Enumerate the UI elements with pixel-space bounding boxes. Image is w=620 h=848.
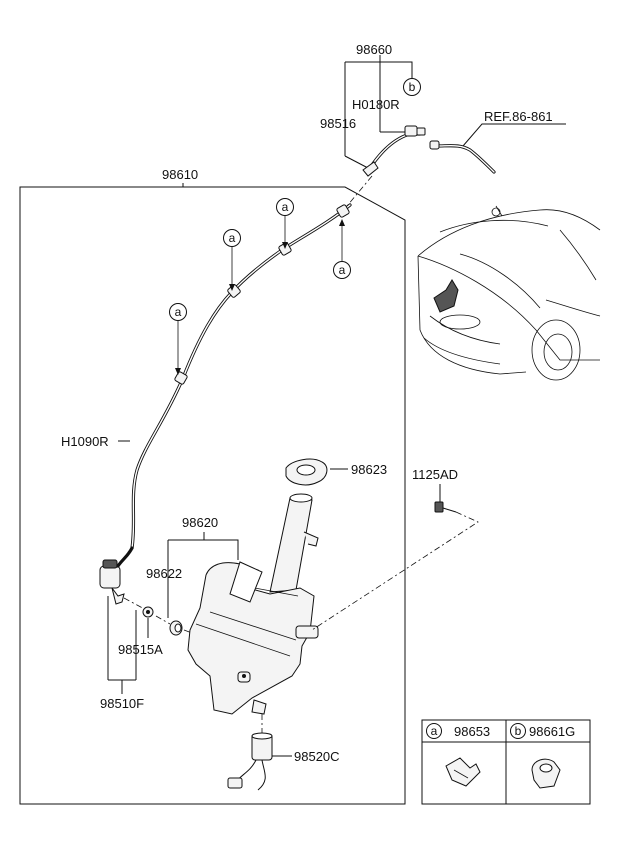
- label-1125ad: 1125AD: [412, 467, 458, 482]
- reservoir-tank: [167, 493, 319, 715]
- callout-a-1: a: [223, 229, 241, 247]
- label-98610: 98610: [162, 167, 198, 182]
- level-sensor: [227, 714, 292, 791]
- svg-text:a: a: [175, 305, 182, 319]
- legend-a: a 98653: [426, 723, 490, 787]
- svg-text:a: a: [229, 231, 236, 245]
- washer-hose-h1090r: [118, 203, 352, 550]
- washer-pump: [99, 546, 151, 694]
- label-98622: 98622: [146, 566, 182, 581]
- bracket-98660: [344, 55, 413, 169]
- label-98620: 98620: [182, 515, 218, 530]
- label-98623: 98623: [351, 462, 387, 477]
- svg-text:b: b: [515, 724, 522, 738]
- label-h1090r: H1090R: [61, 434, 109, 449]
- ref-hose: [429, 123, 566, 174]
- label-h0180r: H0180R: [352, 97, 400, 112]
- label-98660: 98660: [356, 42, 392, 57]
- svg-text:a: a: [431, 724, 438, 738]
- label-98515a: 98515A: [118, 642, 163, 657]
- label-98520c: 98520C: [294, 749, 340, 764]
- grommet-98515a: [142, 606, 154, 638]
- assembly-frame: [19, 183, 406, 805]
- label-98510f: 98510F: [100, 696, 144, 711]
- car-illustration: [417, 205, 601, 381]
- callout-leaders: [175, 216, 345, 375]
- callout-a-2: a: [276, 198, 294, 216]
- legend-b: b 98661G: [510, 723, 575, 789]
- svg-text:98661G: 98661G: [529, 724, 575, 739]
- top-nozzle-hose: [362, 125, 426, 177]
- callout-a-3: a: [333, 261, 351, 279]
- label-98516: 98516: [320, 116, 356, 131]
- callout-b-1: b: [403, 78, 421, 96]
- svg-text:a: a: [339, 263, 346, 277]
- label-ref: REF.86-861: [484, 109, 553, 124]
- bolt-1125ad: [311, 484, 479, 631]
- svg-text:b: b: [409, 80, 416, 94]
- svg-text:a: a: [282, 200, 289, 214]
- legend-table: a 98653 b 98661G: [421, 719, 591, 805]
- callout-a-4: a: [169, 303, 187, 321]
- reservoir-cap: [285, 458, 348, 486]
- svg-text:98653: 98653: [454, 724, 490, 739]
